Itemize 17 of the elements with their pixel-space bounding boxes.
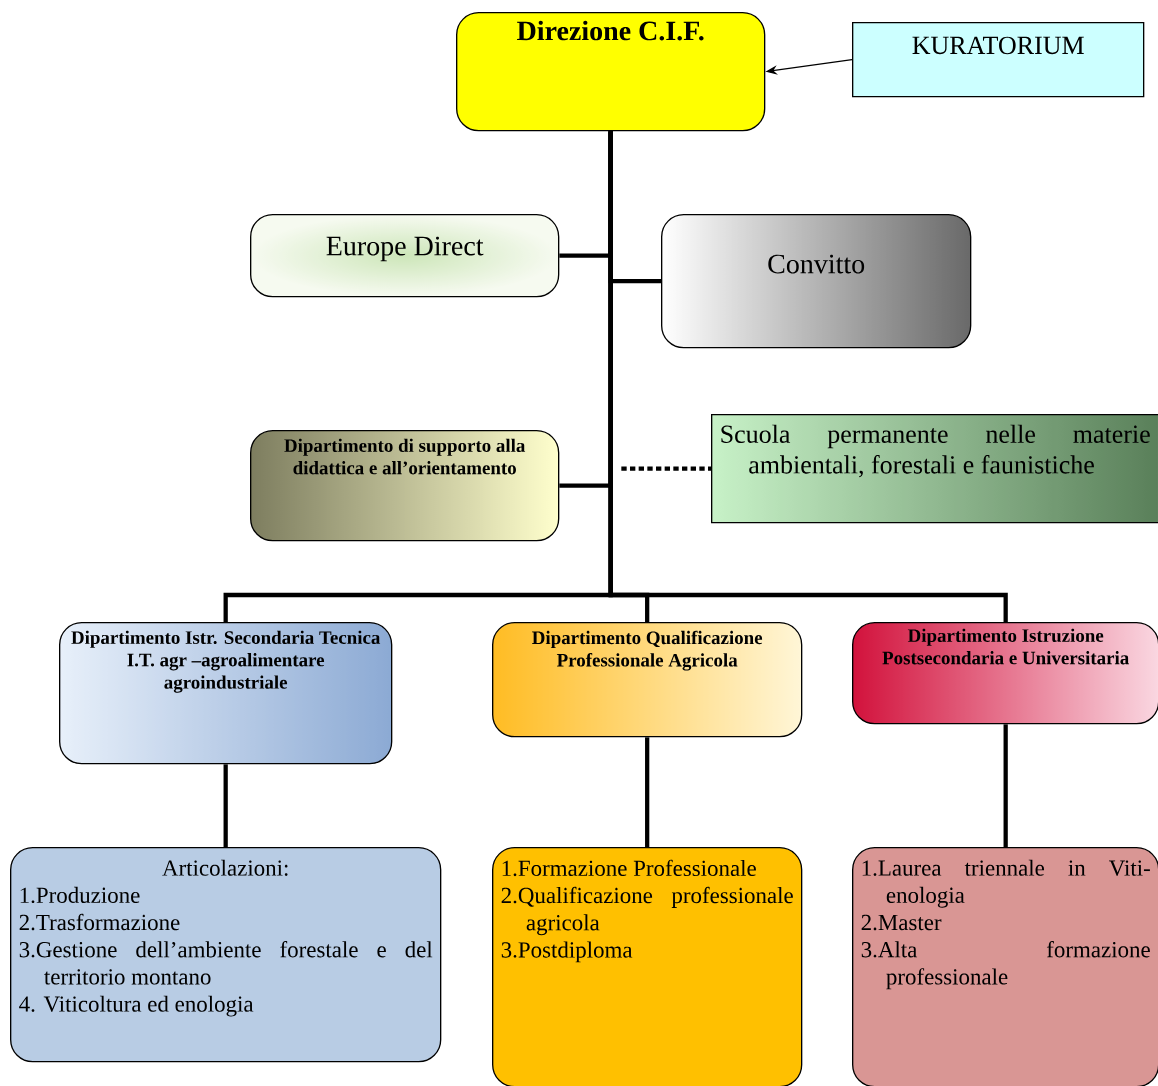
- org-box: KURATORIUM: [852, 22, 1145, 98]
- org-box: Dipartimento Qualificazione Professionale Agricola: [492, 622, 803, 738]
- list-box: 1.Formazione Professionale 2.Qualificazione professionale agricola 3.Postdiploma: [492, 847, 803, 1086]
- org-box: Europe Direct: [250, 214, 560, 298]
- list-box: 1.Laurea triennale in Viti-enologia 2.Master 3.Alta formazione professionale: [852, 847, 1158, 1086]
- org-box: Dipartimento di supporto alla didattica e all’orientamento: [250, 430, 560, 542]
- org-box: Dipartimento Istruzione Postsecondaria e Universitaria: [852, 622, 1158, 725]
- connector: [645, 737, 650, 847]
- org-box: Dipartimento Istr. Secondaria Tecnica I.T. agr –agroalimentare agroindustriale: [59, 622, 393, 765]
- org-box: Direzione C.I.F.: [456, 12, 766, 132]
- connector: [1003, 724, 1008, 847]
- connector: [223, 764, 228, 847]
- org-box: Scuola permanente nelle materie ambientali, forestali e faunistiche: [711, 414, 1158, 524]
- list-box: Articolazioni: 1.Produzione 2.Trasformazione 3.Gestione dell’ambiente forestale e del territorio montano 4. Viticoltura ed enologia: [10, 847, 442, 1063]
- connector: [608, 131, 1008, 622]
- connector: [621, 466, 711, 471]
- org-box: Convitto: [661, 214, 972, 349]
